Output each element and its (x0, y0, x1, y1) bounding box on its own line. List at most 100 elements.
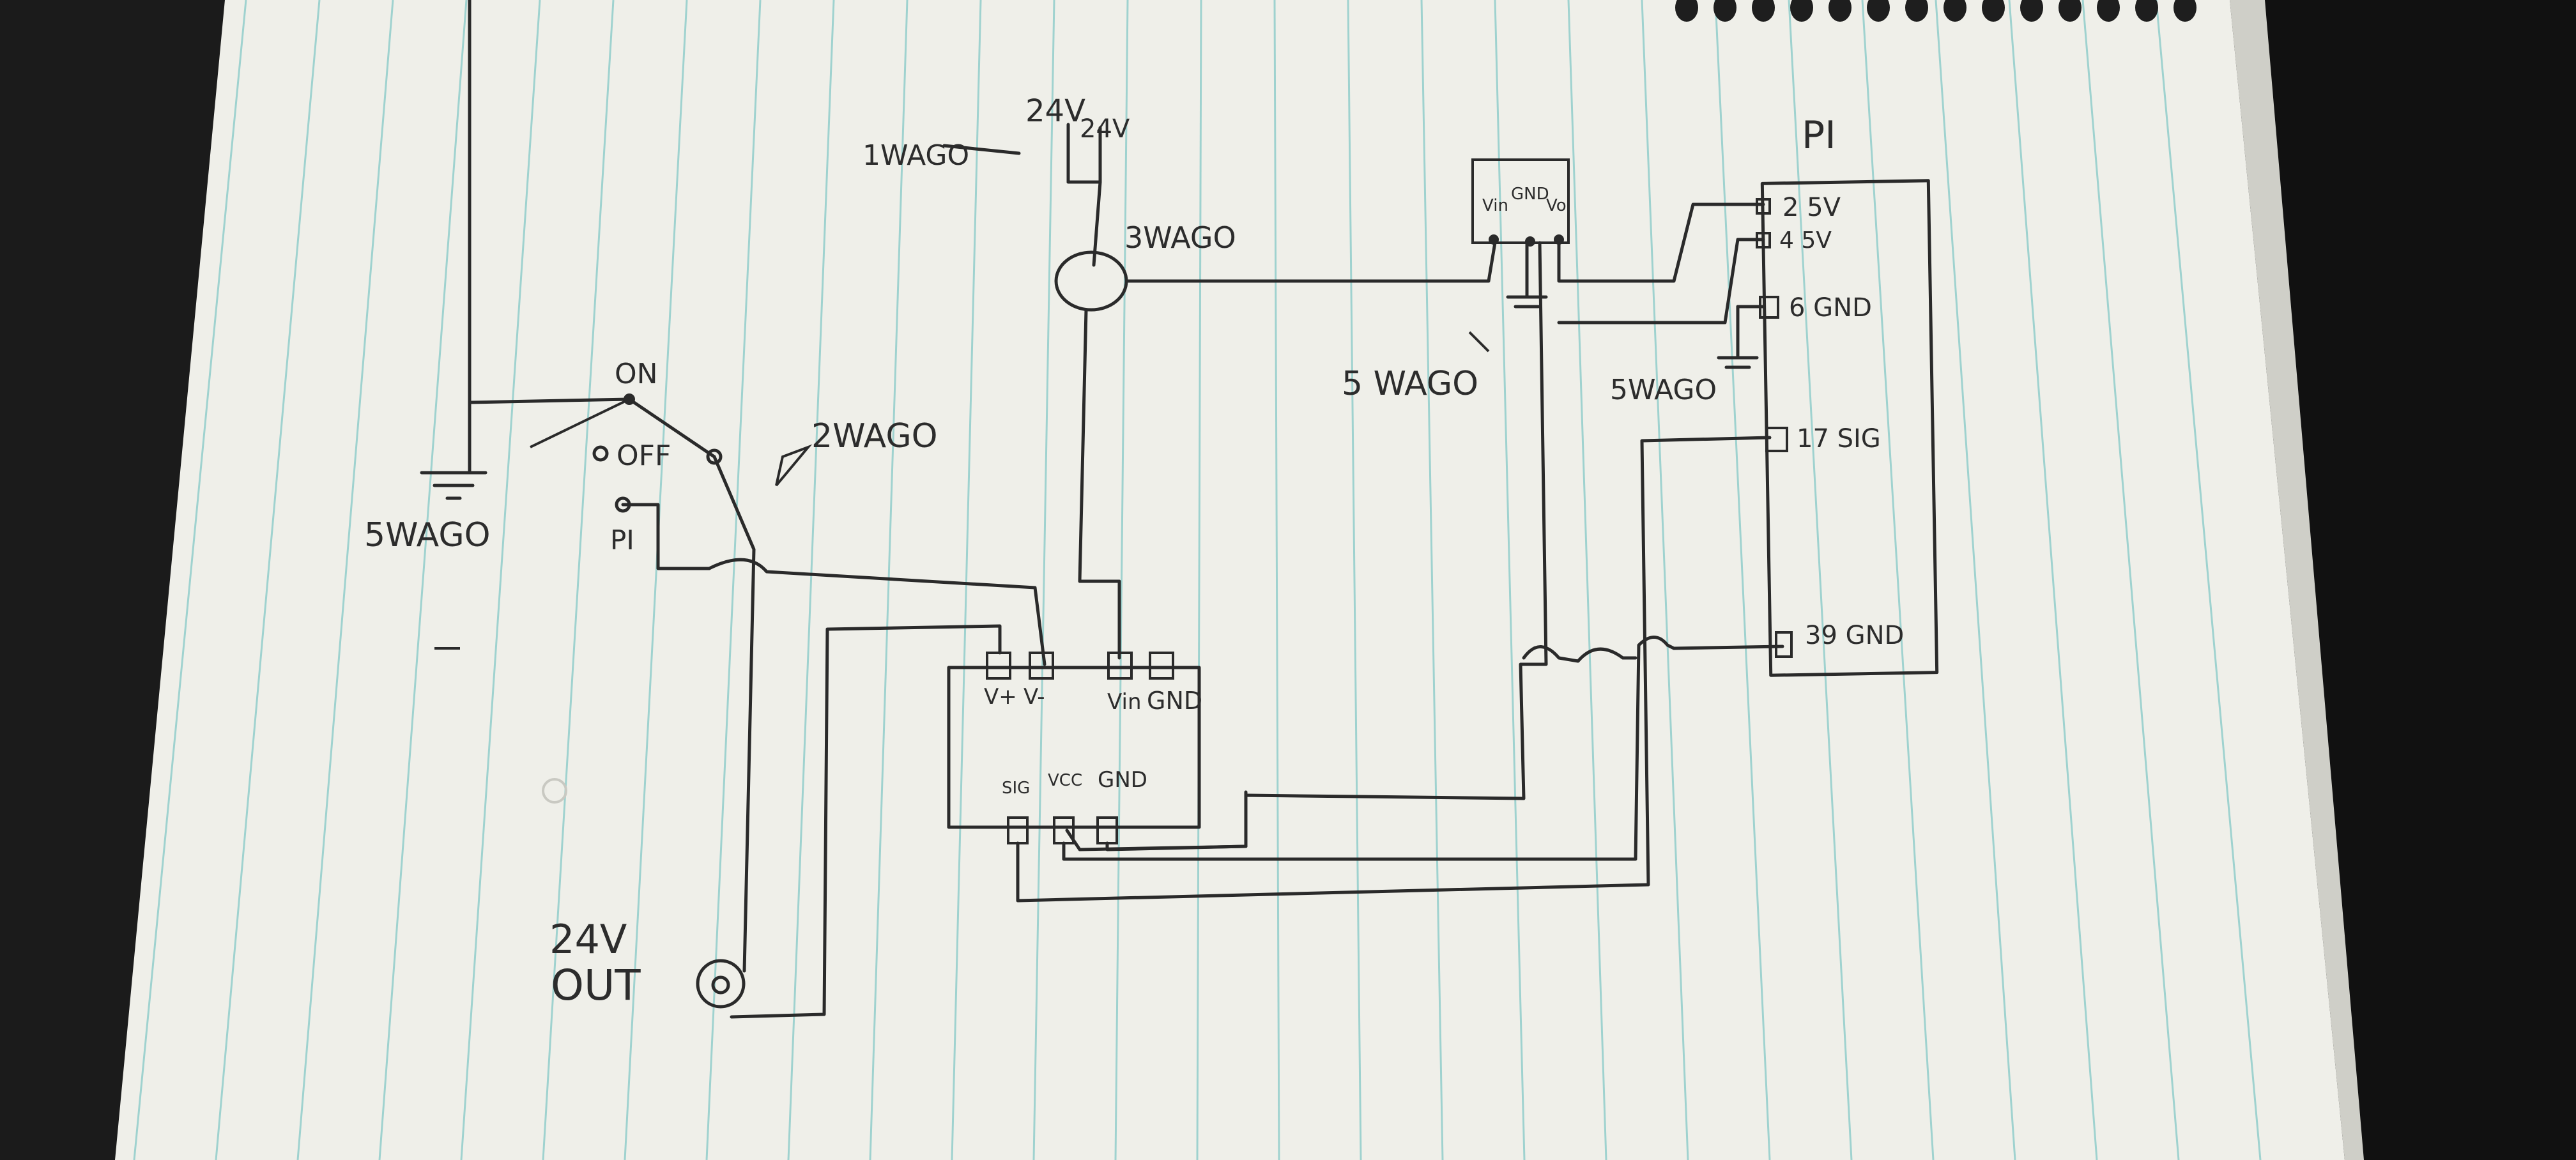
wire-switch-to-out (712, 455, 756, 973)
wire-ground-to-switch (468, 397, 631, 475)
relay-pin-vin: Vin (1107, 689, 1142, 715)
ruled-line (378, 0, 468, 1160)
regulator-box (1471, 158, 1570, 244)
relay-vminus-terminal (1029, 652, 1054, 680)
page-shadow-edge (2230, 0, 2364, 1160)
ruled-lines (133, 0, 2262, 1160)
spiral-ring (2020, 0, 2043, 22)
input-voltage-label-2: 24V (1080, 114, 1130, 144)
spiral-ring (2135, 0, 2158, 22)
wire-junction-to-out (730, 627, 829, 1019)
relay-pin-vplus: V+ (984, 684, 1017, 710)
switch-on-label: ON (615, 358, 658, 390)
middle-wago-pointer (1468, 331, 1490, 353)
input-voltage-label: 24V (1025, 93, 1085, 129)
relay-pin-gnd: GND (1147, 687, 1202, 715)
pi-pin-6-label: 6 GND (1789, 293, 1872, 323)
ruled-line (133, 0, 247, 1160)
spiral-ring (1828, 0, 1851, 22)
wire-1wago-input (942, 144, 1021, 155)
notebook-page (115, 0, 2345, 1160)
spiral-binding (1675, 0, 2196, 22)
ruled-line (951, 0, 982, 1160)
switch-pi-label: PI (610, 524, 634, 556)
pi-pin-4-box (1756, 232, 1771, 248)
pi-pin-6-box (1759, 296, 1779, 319)
middle-wago-label: 5 WAGO (1342, 365, 1478, 403)
ruled-line (705, 0, 762, 1160)
ruled-line (1114, 0, 1129, 1160)
wire-relay-gnd-to-pi-39 (1105, 790, 1248, 851)
input-wago-label: 1WAGO (862, 139, 969, 172)
spiral-ring (1713, 0, 1736, 22)
regulator-vo-dot (1554, 234, 1564, 245)
eraser-mark (542, 778, 567, 804)
spiral-ring (2097, 0, 2120, 22)
ground-symbol-left (420, 0, 487, 650)
ruled-line (1494, 0, 1526, 1160)
ruled-line (1420, 0, 1444, 1160)
wire-regulator-vo-to-pi-5v (1557, 202, 1765, 283)
wire-pi-to-relay (621, 503, 1046, 666)
spiral-ring (1752, 0, 1775, 22)
ruled-line (1861, 0, 1935, 1160)
ruled-line (624, 0, 688, 1160)
ruled-line (542, 0, 615, 1160)
pi-pin-39-box (1775, 631, 1793, 658)
wire-vcc-loop (1062, 636, 1784, 861)
ruled-line (2082, 0, 2180, 1160)
ground-left-wago-label: 5WAGO (364, 516, 491, 554)
switch (530, 393, 723, 513)
relay-pin-vcc: VCC (1048, 771, 1082, 790)
ruled-line (296, 0, 394, 1160)
relay-pin-gnd-bottom: GND (1098, 767, 1147, 793)
ruled-line (1641, 0, 1689, 1160)
relay-gnd-terminal (1149, 652, 1174, 680)
regulator-pin-gnd: GND (1511, 185, 1549, 204)
spiral-ring (1943, 0, 1966, 22)
wire-junction-to-relay-vin (1078, 308, 1121, 660)
spiral-ring (1790, 0, 1813, 22)
switch-wago-label: 2WAGO (811, 417, 938, 455)
wire-junction-to-regulator (1124, 241, 1497, 283)
wire-relay-vplus (825, 624, 1002, 655)
output-connector-center (711, 975, 730, 995)
wire-gnd-bump (1522, 645, 1637, 663)
ruled-line (1935, 0, 2016, 1160)
pi-pin-2-box (1756, 198, 1771, 215)
switch-wago-arrow (775, 444, 813, 487)
regulator-pin-vin: Vin (1482, 196, 1508, 215)
ruled-line (1714, 0, 1771, 1160)
pi-pin-17-label: 17 SIG (1797, 424, 1881, 454)
wire-relay-sig-to-pi-17 (1016, 436, 1772, 903)
ruled-line (787, 0, 835, 1160)
switch-off-label: OFF (617, 439, 671, 472)
input-to-junction (1066, 180, 1102, 267)
wire-regulator-gnd-to-pi-gnd (1557, 238, 1765, 324)
ruled-line (460, 0, 541, 1160)
relay-vin-terminal (1107, 652, 1133, 680)
regulator-vin-dot (1489, 234, 1499, 245)
output-connector (696, 959, 746, 1009)
relay-pin-vminus: V- (1023, 684, 1045, 710)
pi-pin-4-label: 4 5V (1779, 227, 1832, 254)
pi-pin-17-box (1765, 427, 1788, 452)
ruled-line (215, 0, 321, 1160)
output-label-line2: OUT (551, 961, 641, 1010)
ruled-line (1273, 0, 1280, 1160)
ruled-line (1347, 0, 1362, 1160)
pi-pin-2-label: 2 5V (1782, 193, 1841, 222)
ruled-line (2008, 0, 2098, 1160)
ruled-line (1567, 0, 1607, 1160)
ruled-line (1196, 0, 1202, 1160)
regulator-pin-vo: Vo (1546, 196, 1567, 215)
junction-wago-label: 3WAGO (1124, 220, 1236, 255)
spiral-ring (1905, 0, 1928, 22)
spiral-ring (1982, 0, 2005, 22)
spiral-ring (2174, 0, 2196, 22)
relay-pin-sig: SIG (1002, 779, 1030, 798)
wire-gnd6 (1736, 305, 1765, 360)
output-label-line1: 24V (549, 916, 627, 963)
spiral-ring (1675, 0, 1698, 22)
